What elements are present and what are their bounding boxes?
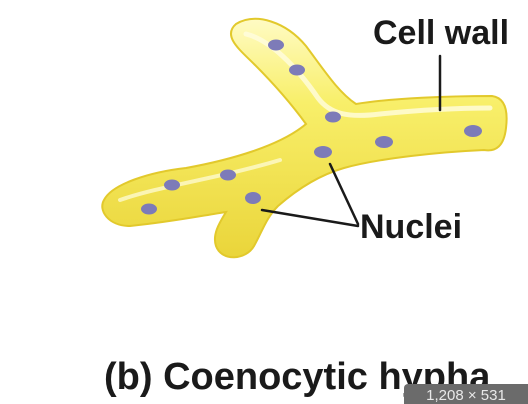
nuclei-label: Nuclei: [360, 208, 463, 246]
leader-lines: [260, 54, 442, 228]
hypha-highlight: [243, 31, 493, 118]
image-size-badge: 1,208 × 531: [404, 384, 528, 404]
nucleus: [141, 203, 157, 215]
nucleus: [464, 125, 482, 137]
nucleus: [375, 136, 393, 148]
nucleus: [220, 169, 236, 181]
nucleus: [314, 146, 332, 158]
nucleus: [245, 192, 261, 204]
nucleus: [268, 39, 284, 51]
nucleus: [289, 64, 305, 76]
nucleus: [164, 179, 180, 191]
nucleus: [325, 111, 341, 123]
nuclei-leader-line-upper: [328, 162, 360, 226]
nuclei-leader-line-lower: [260, 208, 360, 228]
hypha-highlight-lower: [118, 158, 282, 202]
hypha-body: [101, 17, 508, 259]
cell-wall-label: Cell wall: [373, 14, 510, 52]
nuclei-group: [141, 39, 482, 215]
